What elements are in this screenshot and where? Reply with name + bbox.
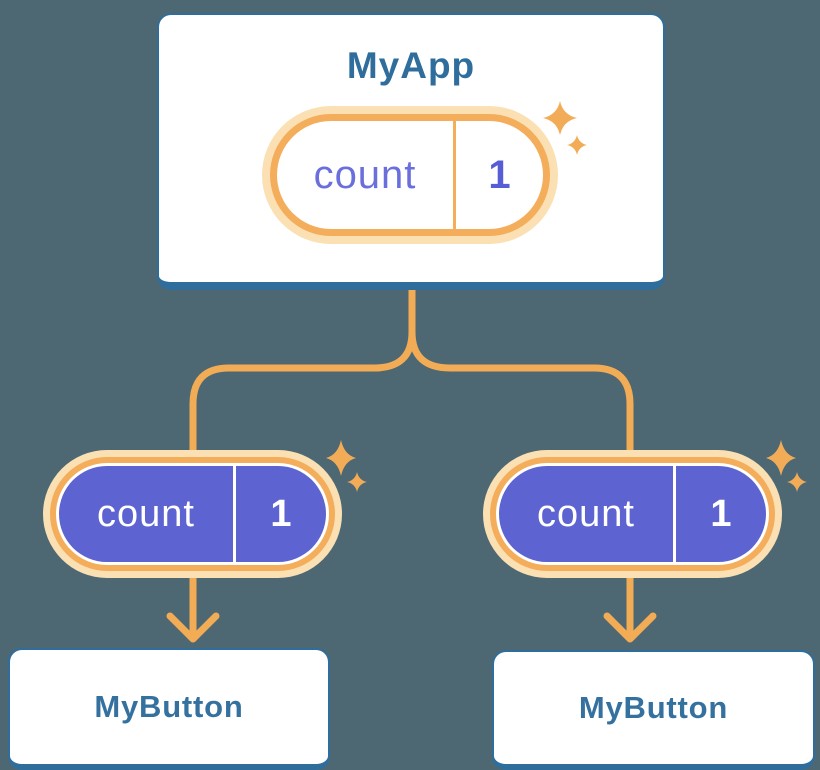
pill-divider [233, 466, 236, 562]
component-card-right-child: MyButton [492, 650, 815, 770]
sparkle-large-left-icon [326, 440, 356, 476]
pill-divider [673, 466, 676, 562]
sparkle-small-left-icon [347, 472, 367, 492]
sparkle-large-root-icon [543, 101, 577, 135]
component-title: MyButton [94, 689, 244, 724]
state-key-label: count [537, 492, 635, 535]
sparkle-small-right-icon [787, 472, 807, 492]
state-value: 1 [270, 492, 292, 535]
state-pill-left-child: count 1 [59, 466, 326, 562]
pill-divider [453, 121, 456, 229]
state-value: 1 [710, 492, 732, 535]
connector-root-to-left-child [189, 284, 416, 639]
arrowhead-left-icon [166, 612, 220, 643]
state-value: 1 [488, 152, 511, 197]
sparkle-large-right-icon [766, 440, 796, 476]
sparkle-small-root-icon [567, 135, 587, 155]
component-title: MyApp [346, 45, 476, 86]
state-pill-right-child: count 1 [499, 466, 766, 562]
component-card-left-child: MyButton [8, 648, 330, 770]
connector-root-to-right-child [408, 284, 634, 639]
arrowhead-right-icon [603, 612, 657, 643]
state-key-label: count [97, 492, 195, 535]
state-key-label: count [313, 152, 417, 197]
component-title: MyButton [578, 690, 729, 725]
state-pill-root: count 1 [277, 121, 543, 229]
